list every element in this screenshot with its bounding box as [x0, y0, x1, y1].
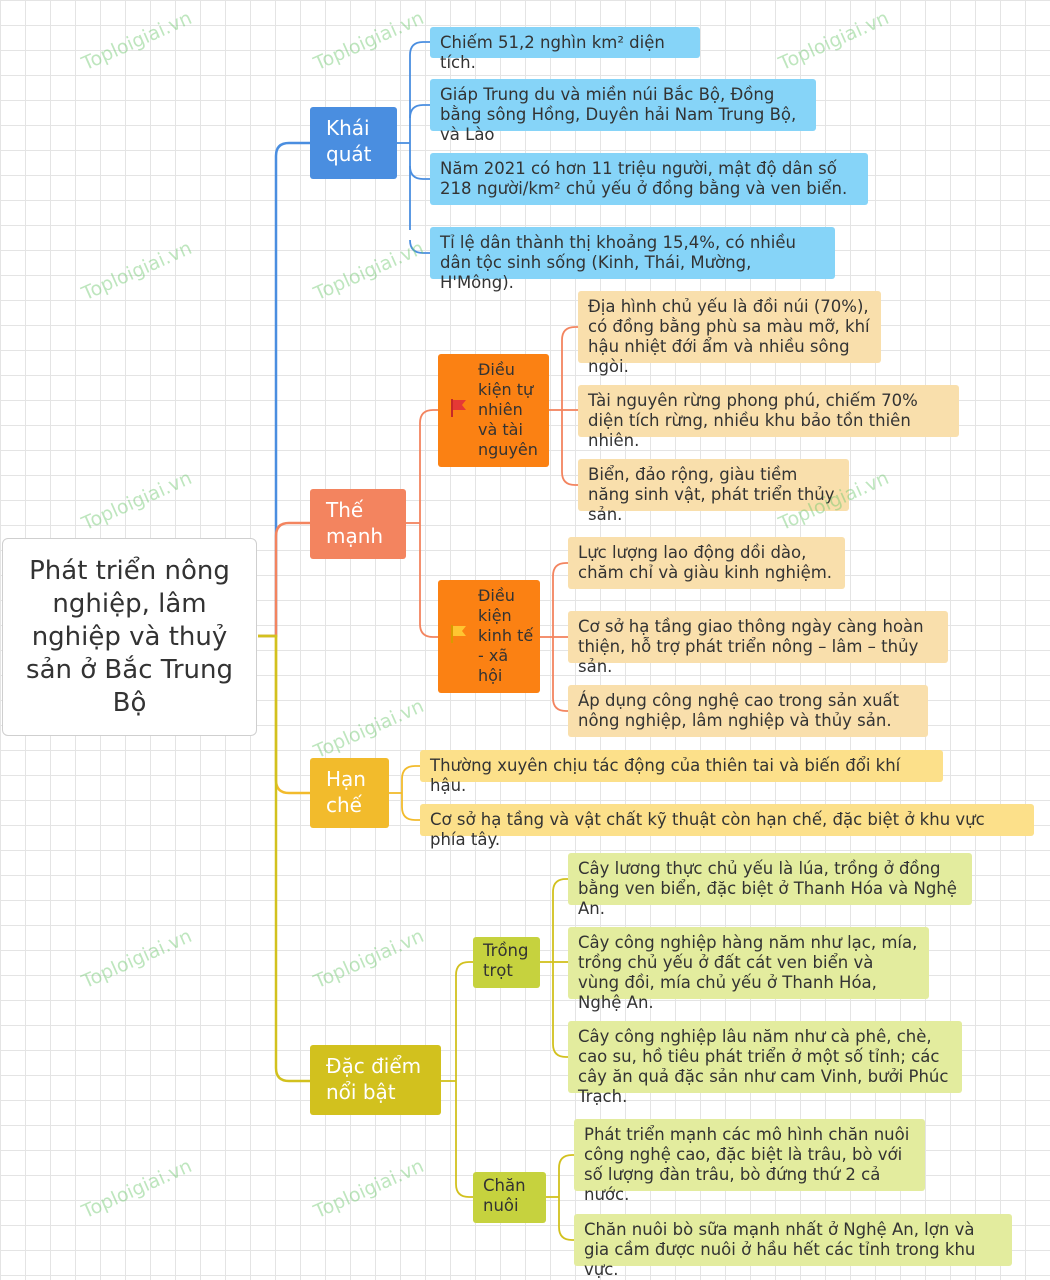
- khai-quat-item-borders-text: Giáp Trung du và miền núi Bắc Bộ, Đồng b…: [440, 85, 797, 144]
- tu-nhien-item-terrain[interactable]: Địa hình chủ yếu là đồi núi (70%), có đồ…: [578, 291, 881, 376]
- khai-quat-item-urban[interactable]: Tỉ lệ dân thành thị khoảng 15,4%, có nhi…: [430, 227, 835, 292]
- khai-quat-item-population[interactable]: Năm 2021 có hơn 11 triệu người, mật độ d…: [430, 153, 868, 205]
- sub-trong-trot-label: Trồng trọt: [483, 941, 529, 980]
- tu-nhien-item-sea[interactable]: Biển, đảo rộng, giàu tiềm năng sinh vật,…: [578, 459, 849, 524]
- red-flag-icon: [451, 399, 466, 417]
- yellow-flag-icon: [451, 625, 466, 643]
- connector-han-che-leaves: [389, 765, 420, 821]
- sub-trong-trot[interactable]: Trồng trọt: [473, 937, 540, 988]
- connector-dac-diem-subs: [441, 961, 473, 1198]
- kinh-te-item-technology[interactable]: Áp dụng công nghệ cao trong sản xuất nôn…: [568, 685, 928, 737]
- branch-han-che[interactable]: Hạn chế: [310, 758, 389, 828]
- branch-the-manh[interactable]: Thế mạnh: [310, 489, 406, 559]
- han-che-item-disasters[interactable]: Thường xuyên chịu tác động của thiên tai…: [420, 750, 943, 795]
- chan-nuoi-item-cattle[interactable]: Phát triển mạnh các mô hình chăn nuôi cô…: [574, 1119, 925, 1204]
- branch-han-che-label: Hạn chế: [326, 767, 366, 817]
- khai-quat-item-borders[interactable]: Giáp Trung du và miền núi Bắc Bộ, Đồng b…: [430, 79, 816, 144]
- khai-quat-item-area[interactable]: Chiếm 51,2 nghìn km² diện tích.: [430, 27, 700, 72]
- tu-nhien-item-forest[interactable]: Tài nguyên rừng phong phú, chiếm 70% diệ…: [578, 385, 959, 450]
- kinh-te-item-infrastructure-text: Cơ sở hạ tầng giao thông ngày càng hoàn …: [578, 617, 924, 676]
- trong-trot-item-perennial[interactable]: Cây công nghiệp lâu năm như cà phê, chè,…: [568, 1021, 962, 1106]
- chan-nuoi-item-cattle-text: Phát triển mạnh các mô hình chăn nuôi cô…: [584, 1125, 910, 1204]
- khai-quat-item-urban-text: Tỉ lệ dân thành thị khoảng 15,4%, có nhi…: [440, 233, 796, 292]
- central-topic[interactable]: Phát triển nông nghiệp, lâm nghiệp và th…: [2, 538, 257, 736]
- tu-nhien-item-sea-text: Biển, đảo rộng, giàu tiềm năng sinh vật,…: [588, 465, 835, 524]
- kinh-te-item-labor-text: Lực lượng lao động dồi dào, chăm chỉ và …: [578, 543, 833, 582]
- connector-dac-diem: [258, 634, 310, 1083]
- khai-quat-item-population-text: Năm 2021 có hơn 11 triệu người, mật độ d…: [440, 159, 848, 198]
- sub-dieu-kien-kinh-te-label: Điều kiện kinh tế - xã hội: [478, 586, 534, 685]
- han-che-item-infrastructure-text: Cơ sở hạ tầng và vật chất kỹ thuật còn h…: [430, 810, 985, 849]
- khai-quat-item-area-text: Chiếm 51,2 nghìn km² diện tích.: [440, 33, 665, 72]
- connector-the-manh-subs: [406, 409, 438, 638]
- branch-khai-quat-label: Khái quát: [326, 116, 372, 166]
- trong-trot-item-rice[interactable]: Cây lương thực chủ yếu là lúa, trồng ở đ…: [568, 853, 972, 918]
- sub-dieu-kien-tu-nhien[interactable]: Điều kiện tự nhiên và tài nguyên: [438, 354, 549, 467]
- trong-trot-item-perennial-text: Cây công nghiệp lâu năm như cà phê, chè,…: [578, 1027, 949, 1106]
- connector-han-che: [258, 634, 310, 795]
- connector-the-manh: [258, 521, 310, 638]
- central-topic-text: Phát triển nông nghiệp, lâm nghiệp và th…: [26, 555, 233, 718]
- chan-nuoi-item-dairy-text: Chăn nuôi bò sữa mạnh nhất ở Nghệ An, lợ…: [584, 1220, 976, 1279]
- kinh-te-item-technology-text: Áp dụng công nghệ cao trong sản xuất nôn…: [578, 691, 900, 730]
- han-che-item-infrastructure[interactable]: Cơ sở hạ tầng và vật chất kỹ thuật còn h…: [420, 804, 1034, 849]
- chan-nuoi-item-dairy[interactable]: Chăn nuôi bò sữa mạnh nhất ở Nghệ An, lợ…: [574, 1214, 1012, 1279]
- trong-trot-item-annual[interactable]: Cây công nghiệp hàng năm như lạc, mía, t…: [568, 927, 929, 1012]
- trong-trot-item-annual-text: Cây công nghiệp hàng năm như lạc, mía, t…: [578, 933, 918, 1012]
- sub-dieu-kien-kinh-te[interactable]: Điều kiện kinh tế - xã hội: [438, 580, 540, 693]
- sub-chan-nuoi-label: Chăn nuôi: [483, 1176, 526, 1215]
- sub-chan-nuoi[interactable]: Chăn nuôi: [473, 1172, 546, 1223]
- connector-khai-quat-leaves: [397, 41, 430, 254]
- branch-dac-diem-label: Đặc điểm nổi bật: [326, 1054, 422, 1104]
- branch-dac-diem[interactable]: Đặc điểm nổi bật: [310, 1045, 441, 1115]
- trong-trot-item-rice-text: Cây lương thực chủ yếu là lúa, trồng ở đ…: [578, 859, 957, 918]
- connector-tu-nhien-leaves: [549, 326, 578, 486]
- tu-nhien-item-terrain-text: Địa hình chủ yếu là đồi núi (70%), có đồ…: [588, 297, 870, 376]
- han-che-item-disasters-text: Thường xuyên chịu tác động của thiên tai…: [430, 756, 901, 795]
- branch-the-manh-label: Thế mạnh: [326, 498, 384, 548]
- connector-khai-quat: [258, 141, 310, 638]
- branch-khai-quat[interactable]: Khái quát: [310, 107, 397, 179]
- connector-kinh-te-leaves: [540, 562, 568, 712]
- connector-chan-nuoi-leaves: [546, 1154, 574, 1241]
- connector-trong-trot-leaves: [540, 878, 568, 1058]
- sub-dieu-kien-tu-nhien-label: Điều kiện tự nhiên và tài nguyên: [478, 360, 538, 459]
- kinh-te-item-infrastructure[interactable]: Cơ sở hạ tầng giao thông ngày càng hoàn …: [568, 611, 948, 676]
- tu-nhien-item-forest-text: Tài nguyên rừng phong phú, chiếm 70% diệ…: [588, 391, 918, 450]
- kinh-te-item-labor[interactable]: Lực lượng lao động dồi dào, chăm chỉ và …: [568, 537, 845, 589]
